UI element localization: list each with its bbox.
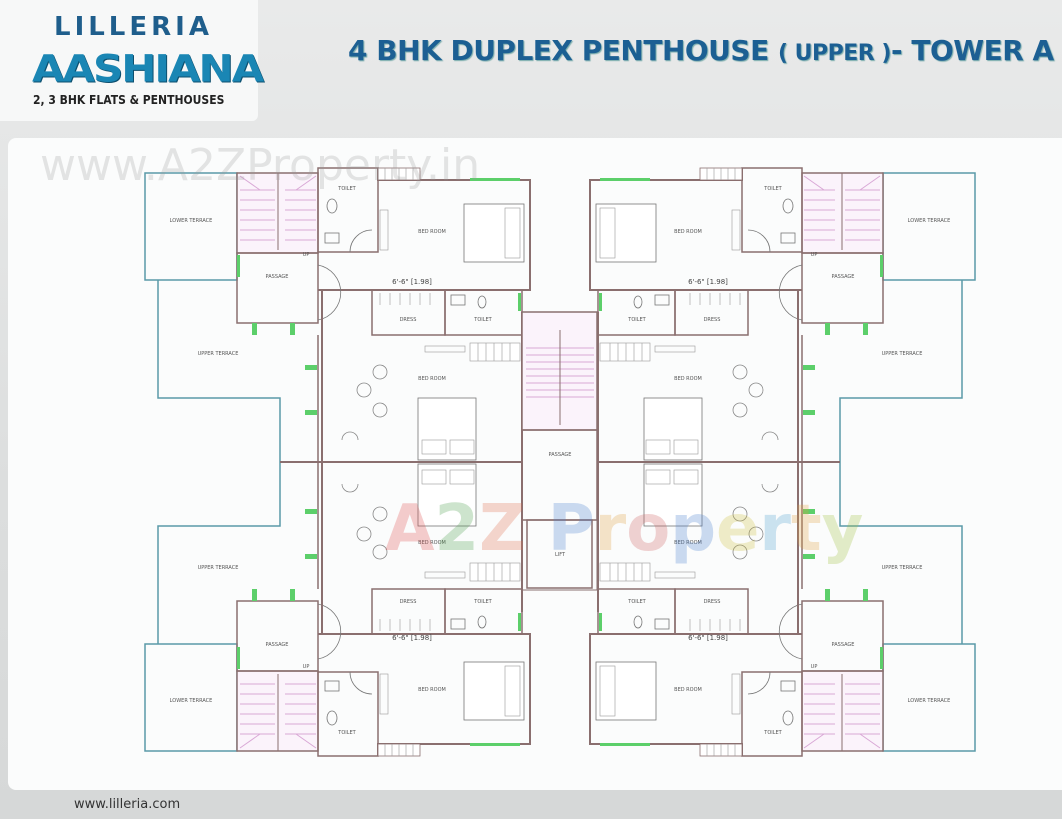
toilet-label: TOILET <box>337 730 356 736</box>
upper-terrace-label: UPPER TERRACE <box>882 565 923 571</box>
lower-terrace-label: LOWER TERRACE <box>170 698 213 704</box>
logo-panel: LILLERIA AASHIANA 2, 3 BHK FLATS & PENTH… <box>0 0 264 121</box>
stair-up-label: UP <box>811 252 818 258</box>
dress-label: DRESS <box>400 317 417 323</box>
bedroom-label: BED ROOM <box>674 376 702 382</box>
logo-tagline: 2, 3 BHK FLATS & PENTHOUSES <box>33 93 225 107</box>
quadrant-top-right <box>589 167 976 463</box>
bedroom-label: BED ROOM <box>418 540 446 546</box>
upper-terrace-label: UPPER TERRACE <box>198 351 239 357</box>
passage-label: PASSAGE <box>832 274 855 280</box>
lower-terrace-label: LOWER TERRACE <box>908 698 951 704</box>
lower-terrace-label: LOWER TERRACE <box>170 218 213 224</box>
lift-label: LIFT <box>555 552 566 558</box>
title-main: 4 BHK DUPLEX PENTHOUSE <box>348 34 769 67</box>
passage-label: PASSAGE <box>266 642 289 648</box>
page-title: 4 BHK DUPLEX PENTHOUSE ( UPPER )- TOWER … <box>348 34 1054 67</box>
toilet-label: TOILET <box>627 599 646 605</box>
toilet-label: TOILET <box>337 186 356 192</box>
upper-terrace-label: UPPER TERRACE <box>882 351 923 357</box>
dimension-label: 6'-6" [1.98] <box>688 278 728 286</box>
upper-terrace-label: UPPER TERRACE <box>198 565 239 571</box>
watermark-logo: A2Z Property <box>385 492 864 566</box>
dimension-label: 6'-6" [1.98] <box>392 634 432 642</box>
toilet-label: TOILET <box>627 317 646 323</box>
watermark-url: www.A2ZProperty.in <box>40 140 481 191</box>
passage-label: PASSAGE <box>832 642 855 648</box>
floor-plan-panel <box>8 138 1062 790</box>
toilet-label: TOILET <box>473 599 492 605</box>
stair-up-label: UP <box>303 664 310 670</box>
stair-up-label: UP <box>811 664 818 670</box>
stair-up-label: UP <box>303 252 310 258</box>
logo-brand: LILLERIA <box>54 12 213 42</box>
bedroom-label: BED ROOM <box>674 687 702 693</box>
bedroom-label: BED ROOM <box>674 540 702 546</box>
bedroom-label: BED ROOM <box>418 687 446 693</box>
toilet-label: TOILET <box>763 186 782 192</box>
toilet-label: TOILET <box>763 730 782 736</box>
passage-label: PASSAGE <box>266 274 289 280</box>
dress-label: DRESS <box>704 599 721 605</box>
central-passage-label: PASSAGE <box>549 452 572 458</box>
bedroom-label: BED ROOM <box>674 229 702 235</box>
footer-website: www.lilleria.com <box>74 797 181 812</box>
title-tower: - TOWER A <box>890 34 1054 67</box>
bedroom-label: BED ROOM <box>418 376 446 382</box>
dimension-label: 6'-6" [1.98] <box>392 278 432 286</box>
dress-label: DRESS <box>400 599 417 605</box>
lower-terrace-label: LOWER TERRACE <box>908 218 951 224</box>
logo-project-name: AASHIANA <box>32 46 264 91</box>
dress-label: DRESS <box>704 317 721 323</box>
dimension-label: 6'-6" [1.98] <box>688 634 728 642</box>
quadrant-top-left <box>144 167 531 463</box>
title-qualifier: ( UPPER ) <box>777 41 892 66</box>
toilet-label: TOILET <box>473 317 492 323</box>
bedroom-label: BED ROOM <box>418 229 446 235</box>
